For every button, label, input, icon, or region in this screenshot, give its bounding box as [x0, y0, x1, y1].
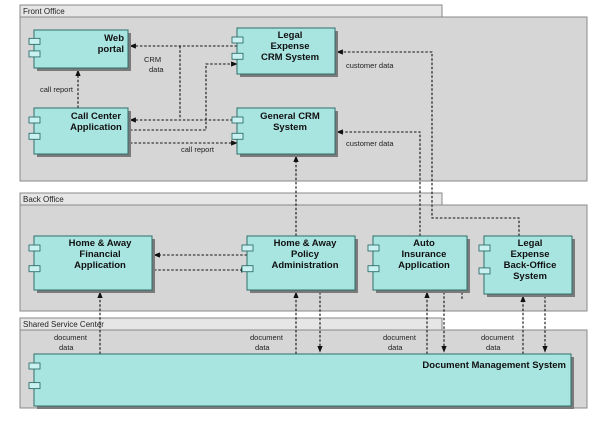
- component-label: Legal: [518, 238, 543, 249]
- component-label: Application: [70, 122, 122, 133]
- component-tab-icon: [231, 36, 244, 44]
- component-label: Application: [74, 260, 126, 271]
- component-tab-icon: [28, 116, 41, 124]
- component-label: Legal: [278, 30, 303, 41]
- edge-label-text: call report: [40, 85, 74, 94]
- component-label: Administration: [271, 260, 338, 271]
- component-label: Expense: [270, 41, 309, 52]
- lane-title: Back Office: [23, 195, 64, 204]
- edge-label-text: document: [481, 333, 515, 342]
- component-box: [372, 235, 468, 291]
- component-label: Policy: [291, 249, 320, 260]
- component-box: [33, 235, 153, 291]
- component-label: Financial: [79, 249, 120, 260]
- component-label: Home & Away: [274, 238, 338, 249]
- component-label: Call Center: [71, 111, 121, 122]
- edge-label-text: document: [250, 333, 284, 342]
- component-tab-icon: [28, 132, 41, 140]
- edge-label-text: data: [388, 343, 403, 352]
- edge-label-customer-data-2: customer data: [346, 139, 394, 148]
- component-tab-icon: [367, 244, 380, 252]
- component-tab-icon: [28, 265, 41, 273]
- component-label: System: [273, 122, 307, 133]
- edge-label-call-report-1: call report: [40, 85, 74, 94]
- component-tab-icon: [28, 362, 41, 370]
- edge-label-text: call report: [181, 145, 215, 154]
- component-label: General CRM: [260, 111, 320, 122]
- component-box: [33, 353, 572, 407]
- lane-tab: [19, 192, 443, 206]
- component-box: [483, 235, 573, 295]
- component-label: Web: [104, 33, 124, 44]
- edge-label-text: data: [59, 343, 74, 352]
- component-box: [33, 29, 129, 69]
- edge-label-text: document: [383, 333, 417, 342]
- connector-arrow: [130, 61, 238, 131]
- component-box: [33, 107, 129, 155]
- component-tab-icon: [28, 50, 41, 58]
- component-tab-icon: [231, 52, 244, 60]
- lane-title: Front Office: [23, 7, 65, 16]
- component-tab-icon: [28, 382, 41, 390]
- edge-label-text: data: [486, 343, 501, 352]
- edge-label-text: customer data: [346, 61, 394, 70]
- component-label: Auto: [413, 238, 435, 249]
- connector-arrow: [336, 49, 520, 236]
- component-tab-icon: [478, 244, 491, 252]
- component-tab-icon: [241, 244, 254, 252]
- component-label: Application: [398, 260, 450, 271]
- edge-label-text: CRM: [144, 55, 161, 64]
- component-label: Home & Away: [69, 238, 133, 249]
- component-tab-icon: [367, 265, 380, 273]
- component-tab-icon: [478, 267, 491, 275]
- component-box: [246, 235, 356, 291]
- component-label: Expense: [510, 249, 549, 260]
- edge-label-text: document: [54, 333, 88, 342]
- edge-label-text: customer data: [346, 139, 394, 148]
- connector-arrow: [336, 129, 421, 236]
- component-tab-icon: [231, 116, 244, 124]
- component-tab-icon: [241, 265, 254, 273]
- component-tab-icon: [231, 132, 244, 140]
- component-tab-icon: [28, 37, 41, 45]
- edge-label-customer-data-1: customer data: [346, 61, 394, 70]
- edge-label-text: data: [149, 65, 164, 74]
- component-tab-icon: [28, 244, 41, 252]
- component-label: CRM System: [261, 52, 319, 63]
- lane-tab: [19, 4, 443, 18]
- component-box: [236, 107, 336, 155]
- component-label: Document Management System: [422, 360, 566, 371]
- component-box: [236, 27, 336, 75]
- component-label: Insurance: [402, 249, 447, 260]
- edge-label-call-report-2: call report: [181, 145, 215, 154]
- component-label: portal: [98, 44, 124, 55]
- component-label: System: [513, 271, 547, 282]
- component-dms[interactable]: Document Management System: [28, 353, 574, 409]
- edge-label-text: data: [255, 343, 270, 352]
- lane-title: Shared Service Center: [23, 320, 104, 329]
- component-label: Back-Office: [504, 260, 557, 271]
